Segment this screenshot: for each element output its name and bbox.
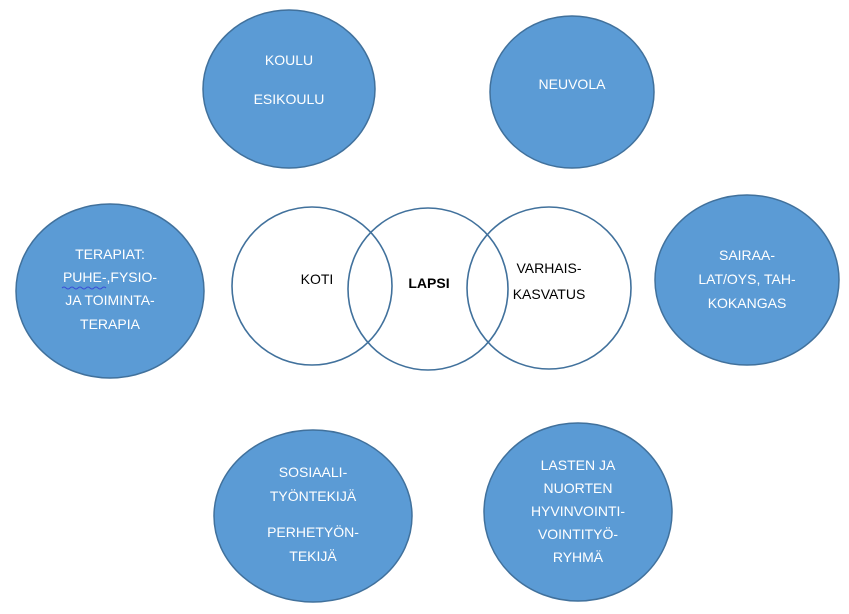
node-lasten-line-2: NUORTEN — [544, 480, 613, 496]
node-sairaalat-line-1: SAIRAA- — [719, 247, 775, 263]
node-lasten-line-4: VOINTITYÖ- — [538, 525, 618, 542]
node-koulu: KOULU ESIKOULU — [202, 9, 376, 169]
node-sairaalat-line-3: KOKANGAS — [708, 295, 787, 311]
node-sosiaali-line-3: PERHETYÖN- — [267, 523, 359, 540]
node-lasten-line-3: HYVINVOINTI- — [531, 503, 625, 519]
node-terapiat-line-3: JA TOIMINTA- — [65, 292, 155, 308]
node-lasten-line-5: RYHMÄ — [553, 549, 604, 565]
node-terapiat-line-4: TERAPIA — [80, 316, 141, 332]
node-terapiat-line-2: PUHE-,FYSIO- — [63, 269, 157, 285]
node-koulu-shape — [202, 9, 376, 169]
circle-varhaiskasvatus — [466, 206, 632, 370]
node-sosiaali-line-2: TYÖNTEKIJÄ — [270, 487, 357, 504]
node-lasten-line-1: LASTEN JA — [541, 457, 616, 473]
label-varhais-line-1: VARHAIS- — [516, 260, 581, 276]
circle-lapsi — [347, 207, 509, 371]
node-sosiaali-shape — [213, 429, 413, 603]
node-terapiat-shape — [15, 203, 205, 379]
label-lapsi: LAPSI — [408, 275, 449, 291]
node-neuvola-shape — [489, 15, 655, 169]
node-sosiaali: SOSIAALI- TYÖNTEKIJÄ PERHETYÖN- TEKIJÄ — [213, 429, 413, 603]
node-koulu-line-1: KOULU — [265, 52, 313, 68]
node-neuvola-line-1: NEUVOLA — [539, 76, 607, 92]
node-sairaalat: SAIRAA- LAT/OYS, TAH- KOKANGAS — [654, 194, 840, 366]
node-sairaalat-line-2: LAT/OYS, TAH- — [698, 271, 796, 287]
label-koti: KOTI — [301, 271, 334, 287]
node-sairaalat-shape — [654, 194, 840, 366]
node-terapiat-line-1: TERAPIAT: — [75, 246, 145, 262]
center-venn: KOTI LAPSI VARHAIS- KASVATUS — [231, 206, 632, 371]
circle-koti — [231, 206, 393, 366]
node-koulu-line-2: ESIKOULU — [254, 91, 325, 107]
node-lasten: LASTEN JA NUORTEN HYVINVOINTI- VOINTITYÖ… — [483, 422, 673, 602]
node-lasten-shape — [483, 422, 673, 602]
node-sosiaali-line-1: SOSIAALI- — [279, 464, 348, 480]
label-varhais-line-2: KASVATUS — [513, 286, 586, 302]
node-terapiat: TERAPIAT: PUHE-,FYSIO- JA TOIMINTA- TERA… — [15, 203, 205, 379]
spellcheck-underline — [61, 286, 107, 290]
node-sosiaali-line-4: TEKIJÄ — [289, 548, 337, 564]
node-neuvola: NEUVOLA — [489, 15, 655, 169]
